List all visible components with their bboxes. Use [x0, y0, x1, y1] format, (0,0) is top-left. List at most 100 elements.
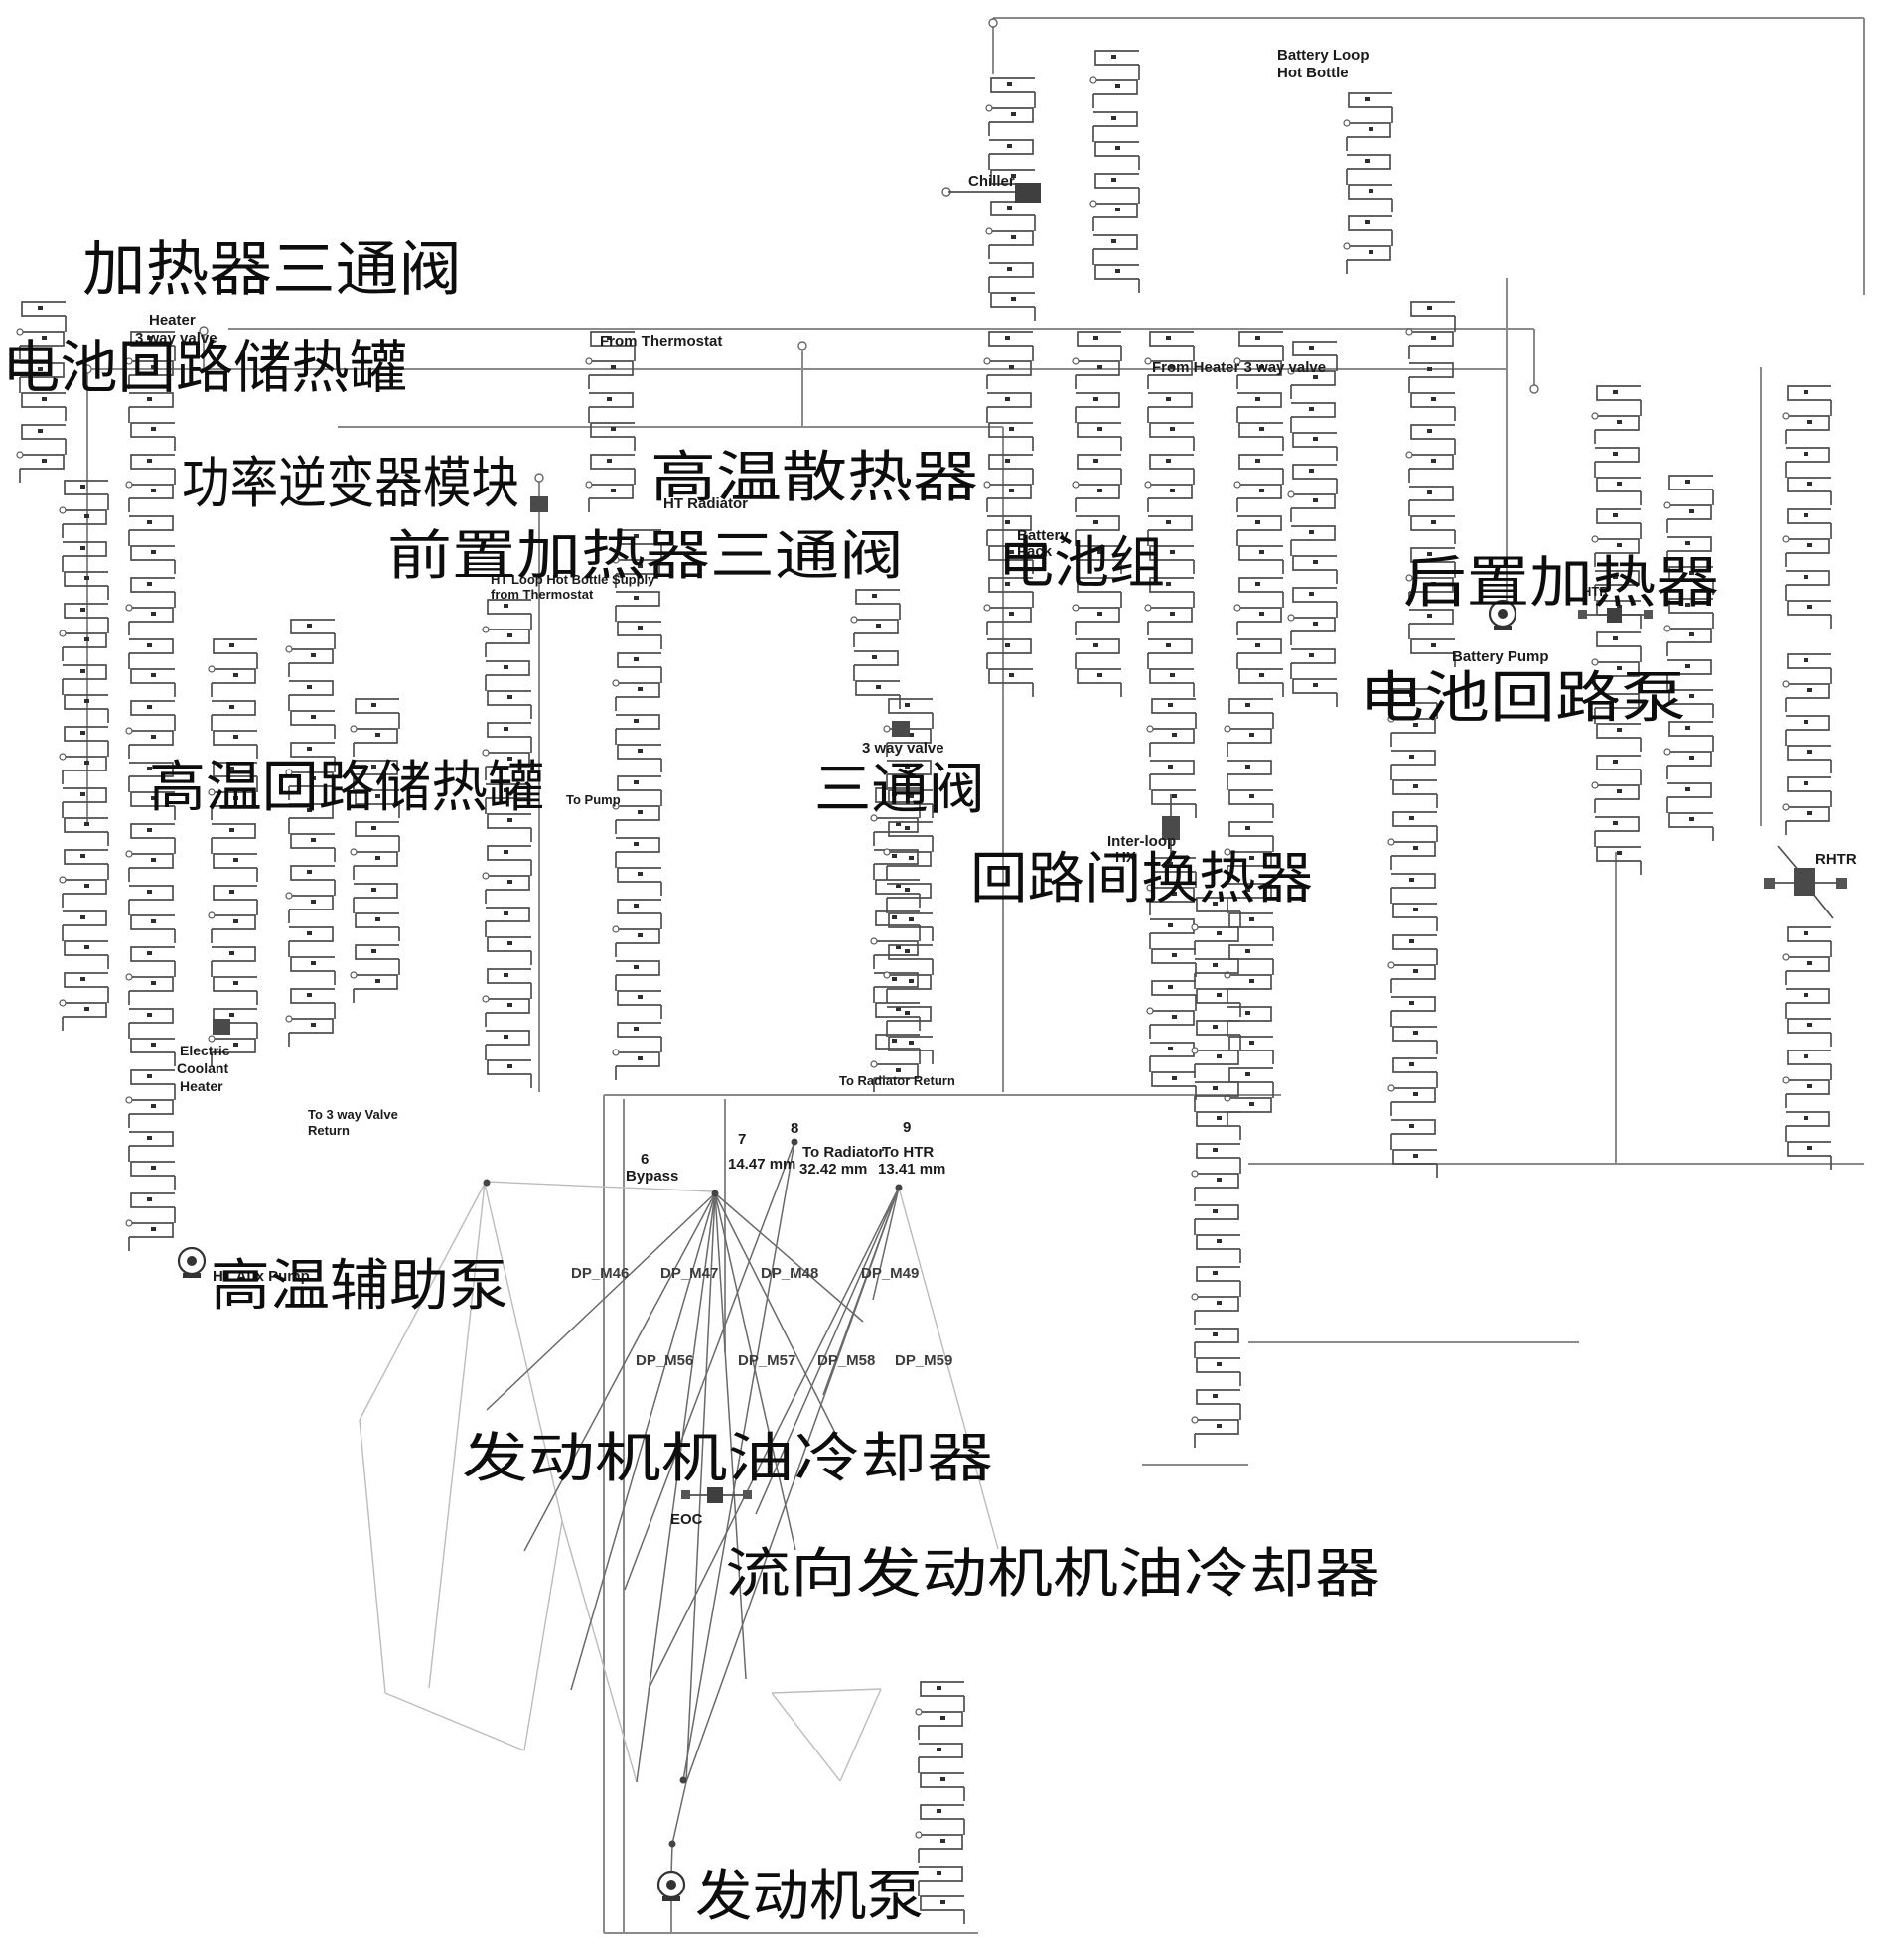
component-label: DP_M46 [571, 1265, 629, 1282]
component-chain-segment [617, 990, 661, 1006]
node-icon [16, 451, 24, 459]
component-tick [233, 673, 238, 677]
component-chain-segment [1076, 484, 1120, 499]
node-icon [985, 227, 993, 235]
component-tick [307, 808, 312, 812]
node-icon [1233, 357, 1241, 365]
component-tick [937, 1748, 941, 1751]
node-icon [208, 1035, 216, 1043]
component-chain-segment [1348, 92, 1392, 108]
component-chain-segment [487, 813, 531, 829]
component-label: 3 way valve [862, 740, 944, 757]
component-chain-segment [617, 529, 661, 545]
node-icon [1387, 1084, 1395, 1092]
component-chain-segment [290, 710, 335, 726]
component-chain-segment [486, 1030, 530, 1046]
component-tick [1168, 765, 1173, 769]
flow-web-line [822, 1187, 900, 1396]
component-tick [1005, 643, 1010, 647]
component-chain-segment [1196, 1143, 1240, 1159]
component-chain-segment [130, 946, 175, 962]
component-tick [1409, 1124, 1414, 1128]
component-chain-segment [616, 837, 660, 853]
node-icon [915, 1831, 923, 1839]
component-tick [84, 945, 89, 949]
component-chain-segment [1196, 1266, 1240, 1282]
component-chain-segment [1292, 341, 1337, 356]
flow-web-line [714, 1192, 836, 1434]
component-chain-segment [987, 607, 1032, 623]
component-tick [504, 788, 508, 792]
component-chain-segment [129, 1008, 174, 1024]
component-tick [1007, 144, 1012, 148]
component-chain-segment [129, 515, 174, 531]
node-icon [59, 506, 67, 514]
component-chain-segment [354, 728, 398, 744]
component-chain-segment [1292, 678, 1337, 694]
component-chain-segment [1093, 79, 1138, 95]
component-label: To Pump [566, 792, 621, 807]
component-tick [504, 727, 508, 731]
component-tick [229, 643, 234, 647]
component-chain-segment [1195, 1081, 1239, 1097]
component-chain-segment [1409, 331, 1454, 347]
component-chain-segment [1786, 715, 1830, 731]
component-tick [896, 884, 901, 888]
component-tick [307, 747, 312, 751]
engine-oil-cooler-icon [743, 1490, 752, 1499]
component-tick [1172, 794, 1177, 798]
component-chain-segment [1077, 545, 1121, 561]
component-tick [1093, 397, 1098, 401]
component-chain-segment [1291, 617, 1336, 632]
component-chain-segment [1237, 392, 1282, 408]
component-chain-segment [289, 803, 334, 819]
node-icon [612, 802, 620, 810]
component-chain-segment [1596, 385, 1641, 401]
component-tick [307, 870, 312, 874]
chinese-annotation: 高温回路储热罐 [149, 758, 544, 819]
node-icon [1191, 1416, 1199, 1424]
component-chain-segment [989, 107, 1034, 123]
node-icon [1072, 357, 1080, 365]
component-tick [940, 1839, 945, 1843]
component-tick [84, 514, 89, 518]
component-chain-segment [990, 169, 1035, 185]
component-tick [504, 973, 508, 977]
component-chain-segment [1149, 545, 1194, 561]
component-tick [638, 1056, 643, 1060]
component-label: Chiller [968, 173, 1015, 190]
component-chain-segment [1228, 789, 1273, 805]
component-chain-segment [1237, 484, 1282, 499]
component-tick [1170, 489, 1175, 492]
flow-web-line [486, 1181, 714, 1192]
component-chain-segment [130, 914, 175, 930]
component-tick [151, 1043, 156, 1047]
node-icon [585, 357, 593, 365]
component-tick [307, 685, 312, 689]
component-chain-segment [1392, 903, 1437, 918]
component-tick [233, 858, 238, 862]
component-tick [1409, 1001, 1414, 1005]
component-tick [634, 534, 639, 538]
component-tick [607, 336, 612, 340]
rear-heater-hx-icon [1812, 893, 1834, 919]
component-chain-segment [1238, 668, 1283, 684]
component-tick [1245, 765, 1250, 769]
component-chain-segment [887, 883, 932, 899]
component-tick [1313, 622, 1318, 626]
component-tick [1011, 235, 1016, 239]
component-tick [1172, 1076, 1177, 1080]
component-chain-segment [1076, 638, 1120, 654]
component-label: DP_M58 [817, 1352, 875, 1369]
rear-heater-icon [1607, 608, 1622, 623]
component-tick [1168, 703, 1173, 707]
node-icon [1782, 535, 1790, 543]
component-label: DP_M47 [660, 1265, 718, 1282]
component-chain-segment [988, 545, 1033, 561]
component-tick [311, 838, 316, 842]
component-chain-segment [1228, 1067, 1273, 1083]
component-chain-segment [1787, 600, 1831, 616]
component-tick [1409, 693, 1414, 697]
node-icon [1144, 604, 1152, 612]
component-label: Electric [180, 1043, 230, 1058]
